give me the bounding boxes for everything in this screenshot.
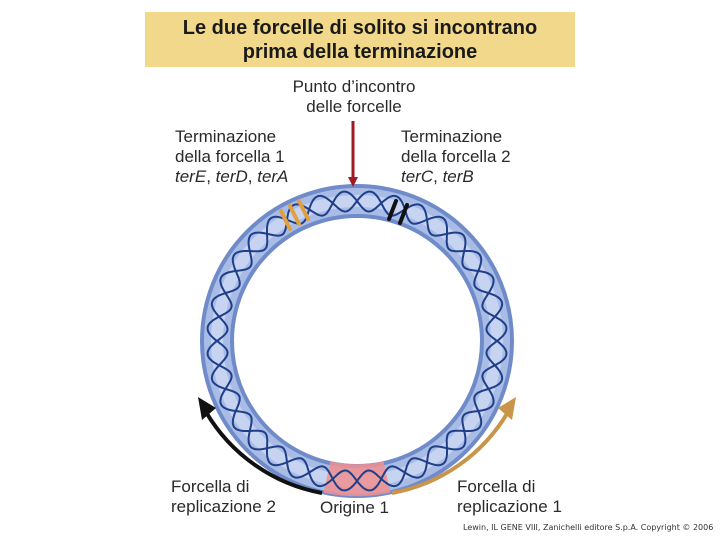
fork2-line-2: replicazione 2 <box>171 497 276 516</box>
ter-site-label: terD <box>215 167 248 186</box>
termination-fork2-sites: terC, terB <box>401 167 474 186</box>
fork2-label: Forcella di replicazione 2 <box>171 477 276 517</box>
ter-site-label: terB <box>442 167 474 186</box>
ter-site-label: terE <box>175 167 207 186</box>
termination-fork1-sites: terE, terD, terA <box>175 167 289 186</box>
dna-strand-2 <box>206 190 508 492</box>
ter-sites-fork2 <box>387 199 409 225</box>
title-line-2: prima della terminazione <box>242 40 478 63</box>
copyright-caption: Lewin, IL GENE VIII, Zanichelli editore … <box>463 523 714 532</box>
meeting-point-line-1: Punto d’incontro <box>292 77 416 96</box>
fork1-arrow <box>391 397 516 495</box>
chromosome-ring <box>200 184 514 498</box>
dna-double-helix <box>206 190 508 492</box>
origin-text: Origine 1 <box>320 498 389 517</box>
ter-site-label: terC <box>401 167 434 186</box>
termination-fork1-line-2: della forcella 1 <box>175 147 285 166</box>
fork1-label: Forcella di replicazione 1 <box>457 477 562 517</box>
fork2-arrow <box>198 397 323 495</box>
termination-fork2-line-2: della forcella 2 <box>401 147 511 166</box>
ter-site-label: terA <box>257 167 289 186</box>
title-line-1: Le due forcelle di solito si incontrano <box>182 16 538 39</box>
title-banner: Le due forcelle di solito si incontrano … <box>145 12 575 67</box>
meeting-point-label: Punto d’incontro delle forcelle <box>284 77 424 117</box>
termination-fork2-line-1: Terminazione <box>401 127 503 146</box>
origin-label: Origine 1 <box>320 498 389 518</box>
fork1-line-1: Forcella di <box>457 477 536 496</box>
termination-fork1-label: Terminazione della forcella 1 terE, terD… <box>175 127 288 187</box>
ter-sites-fork1 <box>279 199 310 231</box>
termination-fork1-line-1: Terminazione <box>175 127 277 146</box>
meeting-point-line-2: delle forcelle <box>306 97 402 116</box>
fork2-line-1: Forcella di <box>171 477 250 496</box>
fork1-line-2: replicazione 1 <box>457 497 562 516</box>
termination-fork2-label: Terminazione della forcella 2 terC, terB <box>401 127 511 187</box>
